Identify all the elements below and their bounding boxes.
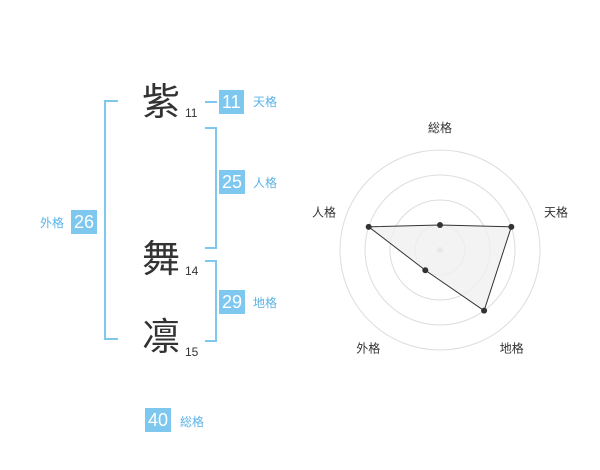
gaikaku-label: 外格	[40, 216, 65, 230]
name-char-1-strokes: 11	[185, 106, 198, 120]
gaikaku-bracket-vertical	[104, 100, 106, 340]
jinkaku-badge: 25	[219, 170, 246, 194]
radar-point-2	[481, 307, 488, 314]
gaikaku-badge: 26	[71, 210, 98, 234]
radar-axis-label-3: 外格	[356, 341, 380, 356]
radar-axis-label-4: 人格	[312, 204, 336, 219]
chikaku-bracket-bottom	[205, 340, 217, 342]
tenkaku-badge: 11	[219, 90, 244, 114]
radar-axis-label-2: 地格	[500, 341, 524, 356]
radar-polygon	[367, 224, 513, 312]
soukaku-label: 総格	[180, 415, 205, 429]
gaikaku-bracket-bottom	[104, 338, 118, 340]
jinkaku-label: 人格	[253, 176, 278, 190]
chikaku-bracket-vertical	[215, 260, 217, 342]
name-char-3: 凛	[142, 315, 181, 359]
jinkaku-bracket-top	[205, 127, 217, 129]
chikaku-label: 地格	[253, 296, 278, 310]
jinkaku-bracket-vertical	[215, 127, 217, 249]
name-char-3-strokes: 15	[185, 345, 199, 359]
chikaku-bracket-top	[205, 260, 217, 262]
radar-point-4	[365, 223, 372, 230]
jinkaku-bracket-bottom	[205, 247, 217, 249]
radar-point-3	[422, 267, 429, 274]
radar-axis-label-1: 天格	[544, 204, 568, 219]
soukaku-badge: 40	[145, 408, 172, 432]
radar-axis-label-0: 総格	[428, 120, 452, 135]
gaikaku-bracket-top	[104, 100, 118, 102]
radar-ring-3	[364, 174, 516, 326]
tenkaku-bracket-top	[205, 101, 217, 103]
radar-point-0	[437, 222, 443, 228]
tenkaku-label: 天格	[253, 95, 278, 109]
name-char-2: 舞	[142, 237, 181, 281]
chikaku-badge: 29	[219, 290, 246, 314]
name-char-1: 紫	[142, 80, 181, 124]
radar-point-1	[508, 223, 515, 230]
name-char-2-strokes: 14	[185, 264, 199, 278]
radar-ring-4	[339, 149, 541, 351]
